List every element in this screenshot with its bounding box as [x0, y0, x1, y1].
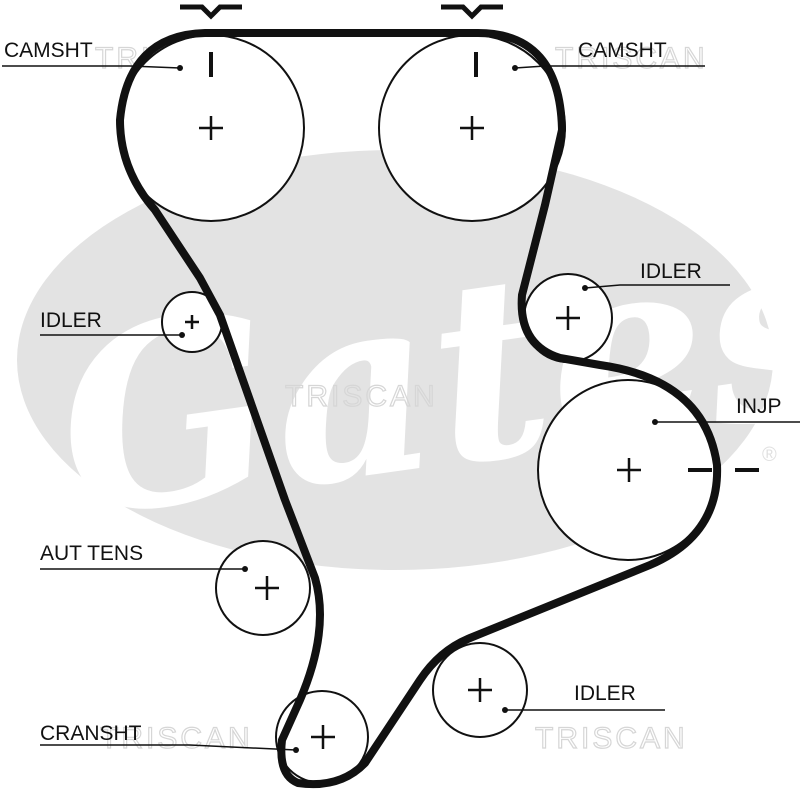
idler-bottom-center	[468, 678, 492, 702]
label-camshaft-right: CAMSHT	[578, 39, 667, 62]
auto-tensioner-center	[255, 576, 279, 600]
leader-lines	[2, 65, 800, 751]
leader-dots	[177, 65, 658, 753]
triscan-watermark-bottom-right: TRISCAN	[535, 722, 688, 755]
triscan-watermark-center: TRISCAN	[285, 380, 438, 413]
label-auto-tensioner: AUT TENS	[40, 542, 143, 565]
camshaft-left-center	[199, 116, 223, 140]
leader-camshaft-left	[2, 65, 181, 69]
crankshaft-center	[311, 725, 335, 749]
camshaft-right-center	[460, 116, 484, 140]
triscan-watermark-top-right: TRISCAN	[555, 42, 708, 75]
registered-mark: ®	[762, 444, 777, 466]
idler-left-center	[185, 315, 199, 329]
triscan-watermark-bottom-left: TRISCAN	[100, 722, 253, 755]
timing-belt	[116, 29, 722, 789]
reference-arrows	[180, 4, 503, 20]
leader-idler-right-top	[584, 284, 730, 289]
injection-pump-center	[617, 458, 641, 482]
camshaft-right-reference-arrow	[441, 4, 503, 20]
label-idler-right-top: IDLER	[640, 260, 702, 283]
center-marks	[185, 116, 641, 749]
camshaft-left-reference-arrow	[180, 4, 242, 20]
leader-camshaft-right	[514, 65, 705, 69]
label-injection-pump: INJP	[736, 395, 782, 418]
leader-crankshaft	[40, 744, 297, 751]
label-crankshaft: CRANSHT	[40, 722, 142, 745]
timing-marks	[209, 52, 759, 472]
label-camshaft-left: CAMSHT	[4, 39, 93, 62]
label-idler-left: IDLER	[40, 309, 102, 332]
idler-right-top-center	[556, 306, 580, 330]
labels: CAMSHT CAMSHT IDLER IDLER INJP AUT TENS …	[4, 39, 782, 745]
label-idler-bottom: IDLER	[574, 682, 636, 705]
